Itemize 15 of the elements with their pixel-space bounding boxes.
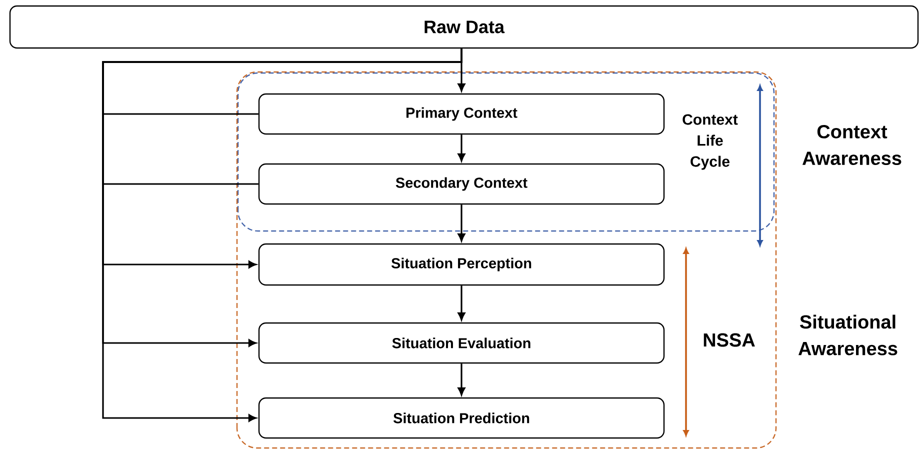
process-box: Situation Evaluation bbox=[258, 322, 665, 364]
region-label: Context Awareness bbox=[802, 124, 902, 166]
arrow bbox=[458, 204, 466, 242]
arrow bbox=[458, 134, 466, 162]
process-box: Secondary Context bbox=[258, 163, 665, 205]
arrow bbox=[458, 286, 466, 320]
arrow bbox=[458, 364, 466, 396]
process-box: Situation Perception bbox=[258, 243, 665, 286]
region-label: NSSA bbox=[704, 333, 755, 347]
arrow bbox=[102, 48, 462, 422]
process-box: Situation Prediction bbox=[258, 397, 665, 439]
region-label: Context Life Cycle bbox=[682, 114, 738, 170]
title-box: Raw Data bbox=[9, 5, 919, 49]
process-box: Primary Context bbox=[258, 93, 665, 135]
region-label: Situational Awareness bbox=[798, 314, 898, 356]
